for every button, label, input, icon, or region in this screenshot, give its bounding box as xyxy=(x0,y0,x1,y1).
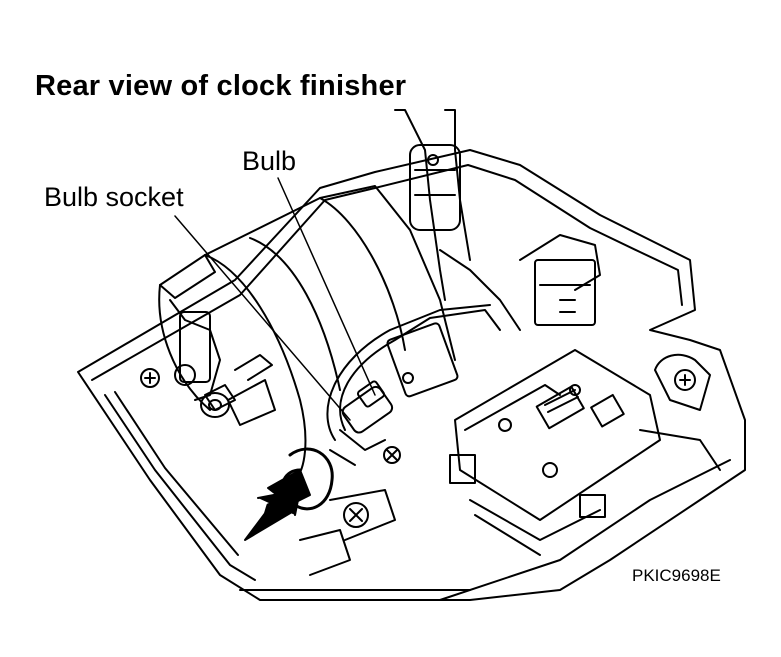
bulb-label: Bulb xyxy=(242,146,297,176)
bulb-leader-line xyxy=(277,177,376,396)
right-clip xyxy=(639,353,721,471)
rotate-arrow-icon xyxy=(244,447,334,541)
bulb-socket-leader-line xyxy=(174,215,351,421)
mounting-screw xyxy=(299,489,396,576)
upper-harness xyxy=(394,109,601,331)
adjuster-screw xyxy=(200,354,276,426)
bulb-socket xyxy=(329,380,401,466)
figure-code: PKIC9698E xyxy=(632,566,721,585)
bulb-socket-label: Bulb socket xyxy=(44,182,184,212)
circuit-board xyxy=(449,349,661,556)
diagram-title: Rear view of clock finisher xyxy=(35,70,407,102)
finisher-panel xyxy=(77,149,746,601)
bulb-wires xyxy=(326,304,501,441)
